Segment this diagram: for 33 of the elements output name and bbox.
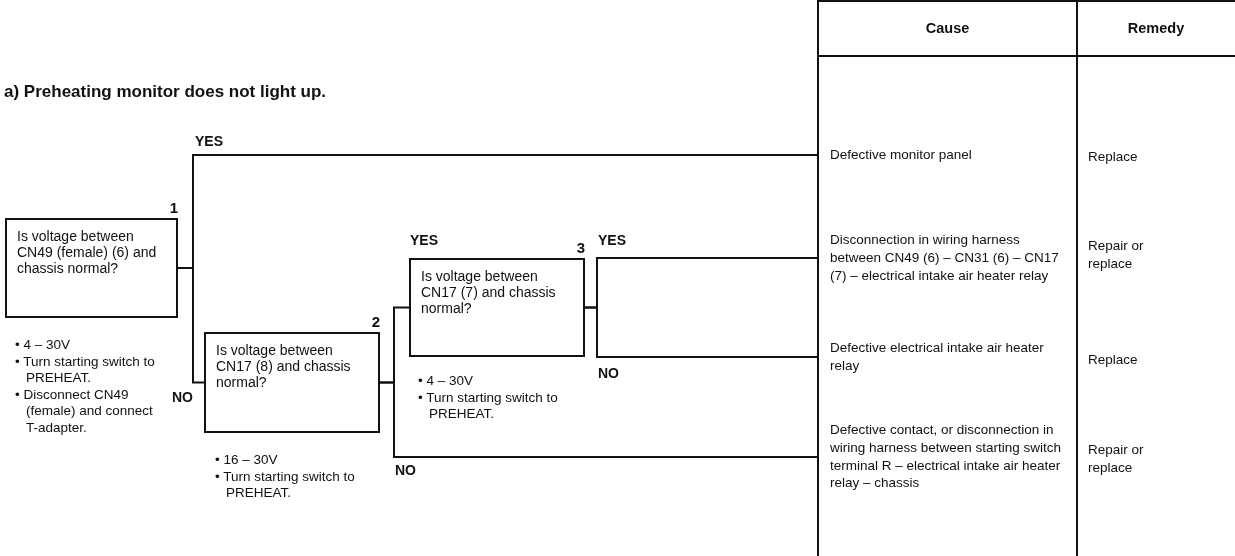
edge-label: NO bbox=[172, 389, 193, 405]
remedy-text: Replace bbox=[1088, 148, 1139, 166]
note-text: • Turn starting switch to PREHEAT. bbox=[15, 353, 156, 387]
cause-text: Defective monitor panel bbox=[818, 146, 1070, 164]
step-number: 3 bbox=[576, 240, 585, 256]
cause-text: Defective electrical intake air heater relay bbox=[818, 339, 1070, 375]
note-text: • 4 – 30V bbox=[15, 337, 71, 354]
remedy-text: Replace bbox=[1088, 351, 1139, 369]
remedy-text: Repair or replace bbox=[1088, 237, 1145, 272]
edge-label: YES bbox=[195, 133, 223, 149]
question-text: Is voltage between CN17 (8) and chassis normal? bbox=[216, 342, 351, 390]
note-text: • 4 – 30V bbox=[418, 373, 474, 390]
question-text: Is voltage between CN17 (7) and chassis normal? bbox=[421, 268, 556, 316]
cause-text: Disconnection in wiring harness between CN49 (6) – CN31 (6) – CN17 (7) – electrical intake air heater relay bbox=[818, 231, 1070, 285]
title: a) Preheating monitor does not light up. bbox=[4, 82, 327, 102]
column-header: Remedy bbox=[1126, 20, 1186, 36]
question-text: Is voltage between CN49 (female) (6) and chassis normal? bbox=[17, 228, 157, 276]
cause-text: Defective contact, or disconnection in wiring harness between starting switch terminal R – electrical intake air heater relay – chassis bbox=[818, 421, 1070, 493]
note-text: • Turn starting switch to PREHEAT. bbox=[215, 468, 356, 502]
connector-line bbox=[177, 267, 205, 384]
note-text: • Disconnect CN49 (female) and connect T-adapter. bbox=[15, 386, 154, 436]
note-text: • Turn starting switch to PREHEAT. bbox=[418, 389, 559, 423]
step-number: 2 bbox=[371, 314, 380, 330]
note-text: • 16 – 30V bbox=[215, 452, 279, 469]
connector-line bbox=[584, 306, 819, 358]
edge-label: NO bbox=[598, 365, 619, 381]
connector-line bbox=[379, 381, 819, 458]
edge-label: YES bbox=[598, 232, 626, 248]
remedy-text: Repair or replace bbox=[1088, 441, 1145, 476]
column-header: Cause bbox=[924, 20, 971, 36]
edge-label: YES bbox=[410, 232, 438, 248]
step-number: 1 bbox=[169, 200, 178, 216]
edge-label: NO bbox=[395, 462, 416, 478]
